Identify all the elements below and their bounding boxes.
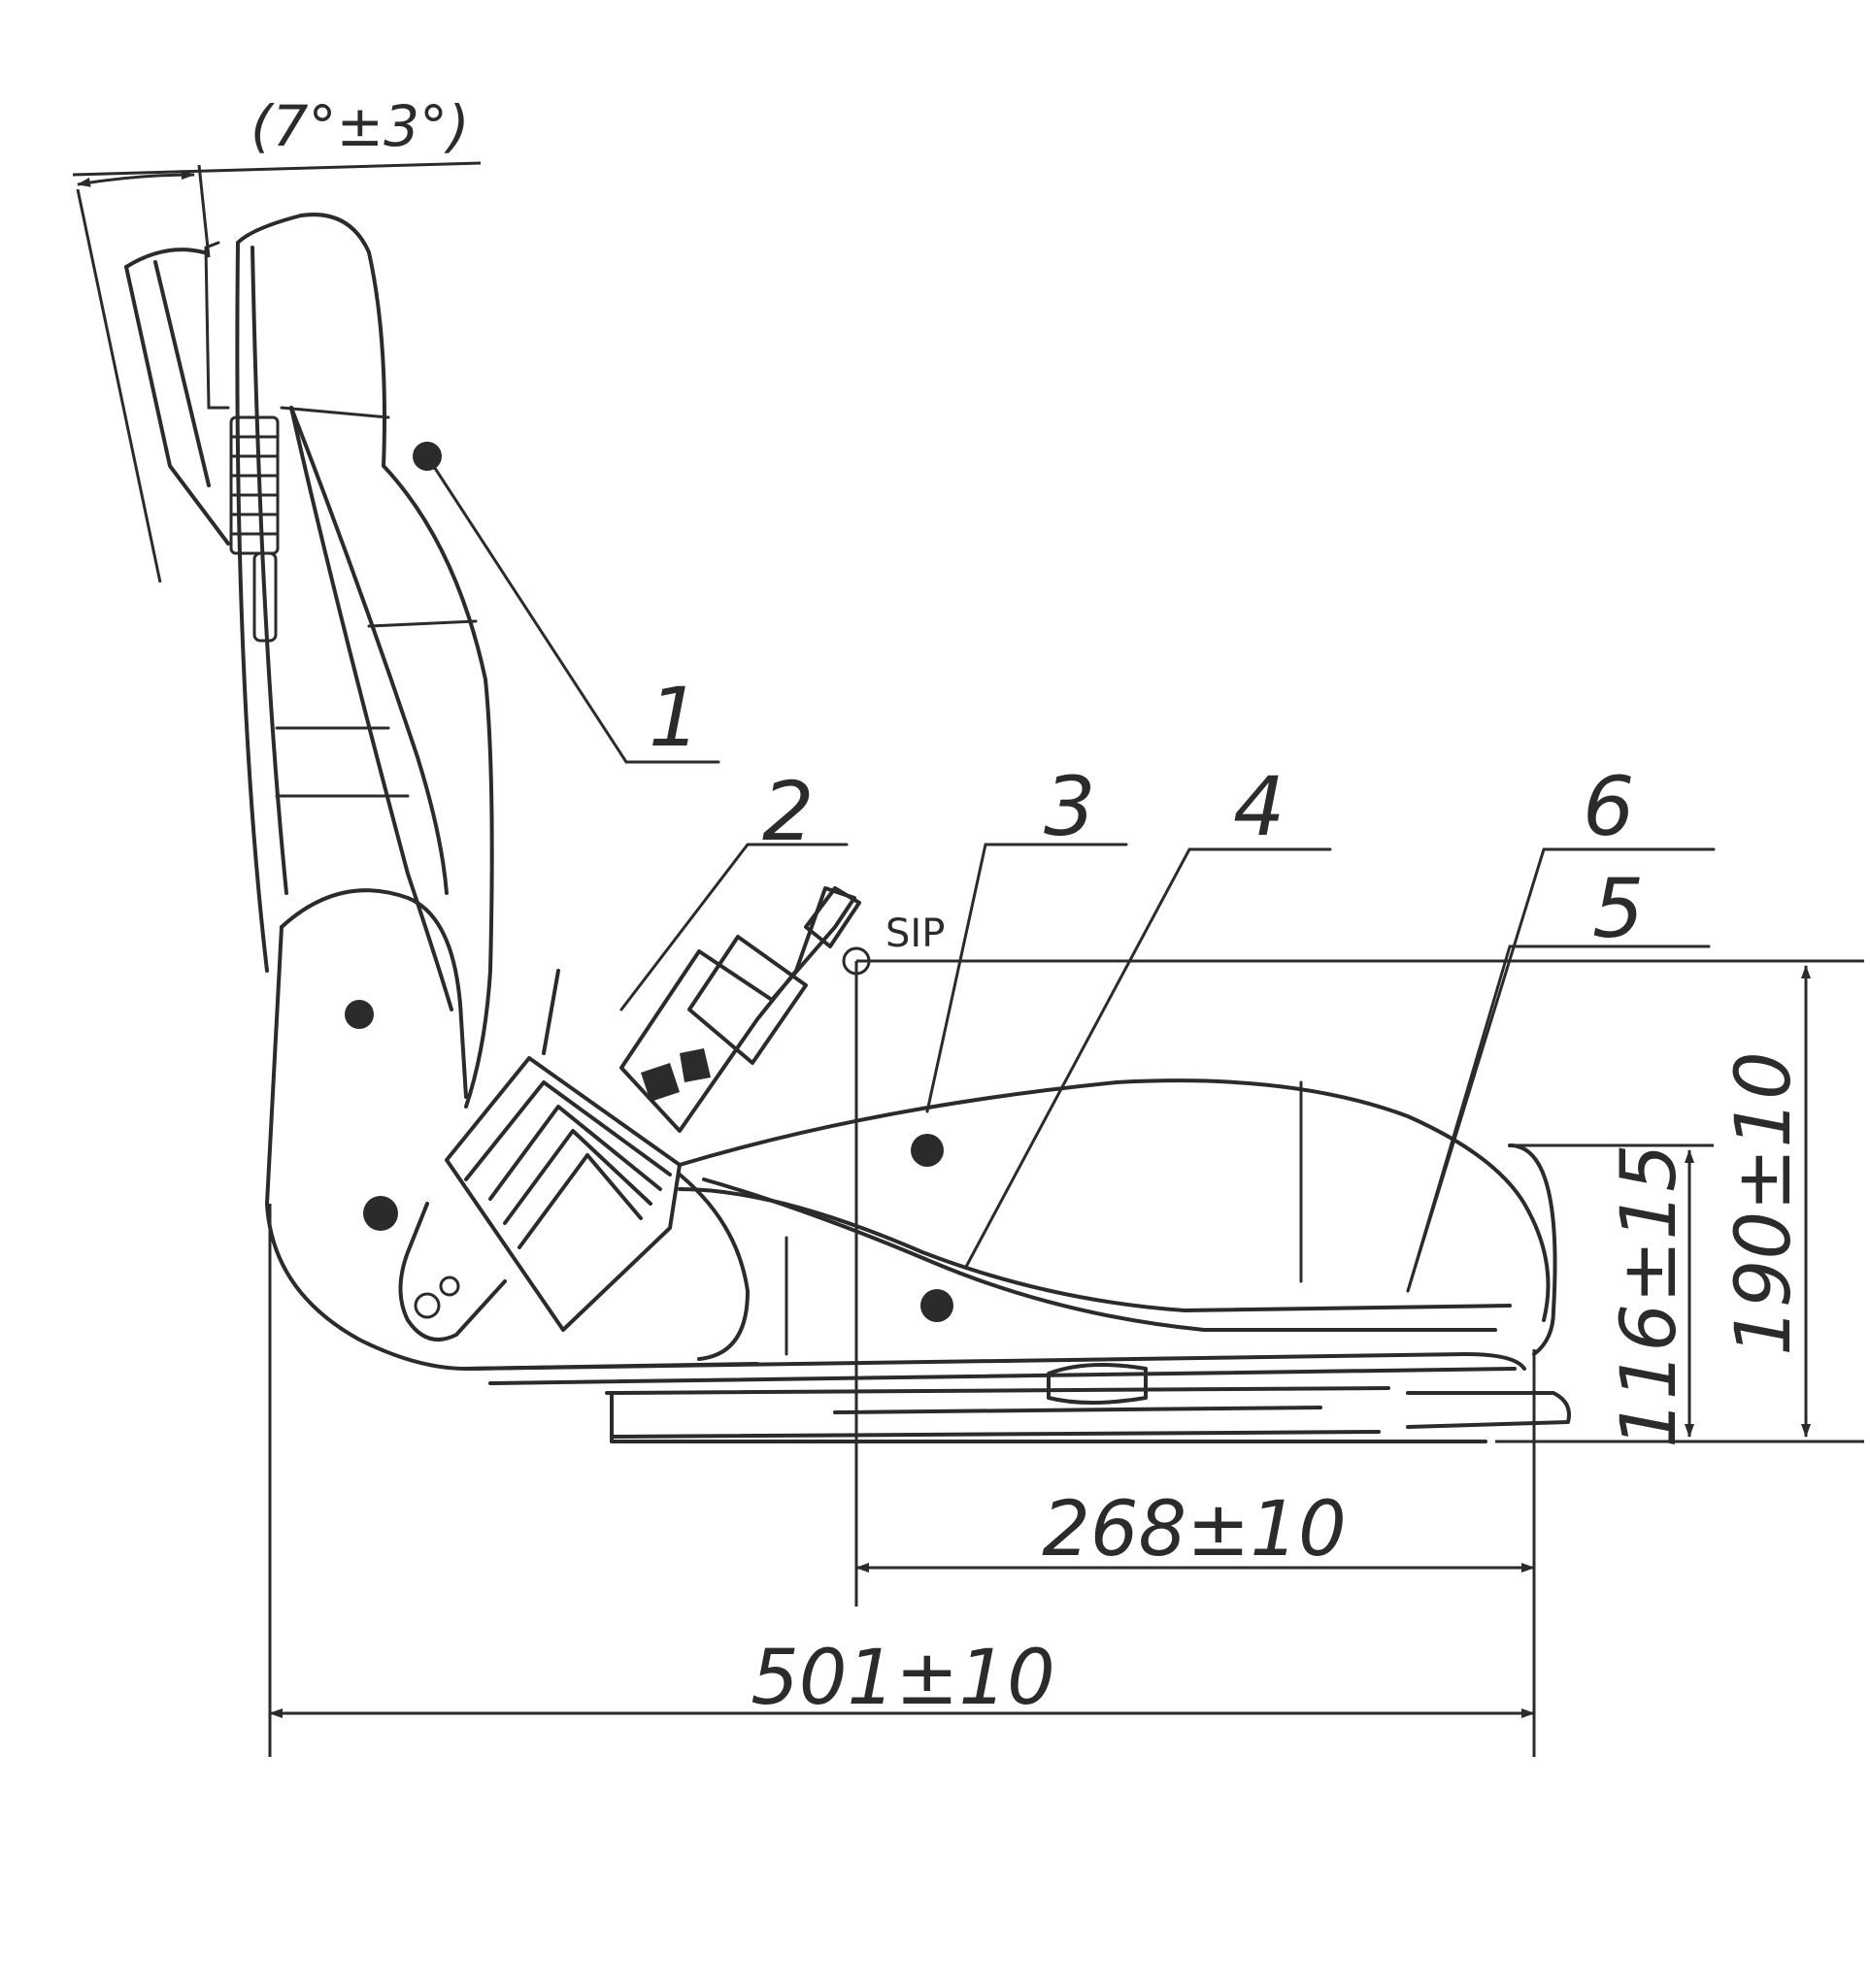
seat-belt-buckle: [619, 886, 861, 1133]
slide-rail: [464, 1352, 1571, 1443]
backrest: [124, 213, 494, 1109]
dim-268-label: 268±10: [1042, 1486, 1347, 1574]
callout-6: 6: [1583, 759, 1634, 854]
bolt-cushion-lower-icon: [920, 1289, 953, 1322]
angle-label: (7°±3°): [250, 93, 470, 159]
sip-label: SIP: [885, 911, 945, 956]
dim-501-label: 501±10: [751, 1635, 1055, 1722]
bolt-upper-icon: [345, 1000, 374, 1029]
callout-5: 5: [1592, 861, 1644, 956]
sip-point-icon: [842, 946, 871, 976]
callout-leaders: [413, 442, 1716, 1293]
callout-2: 2: [762, 764, 814, 859]
callout-4: 4: [1233, 759, 1285, 854]
bolt-lower-icon: [363, 1196, 398, 1231]
dim-190-label: 190±10: [1720, 1051, 1808, 1356]
bolt-cushion-upper-icon: [911, 1134, 944, 1167]
spring: [229, 415, 280, 643]
callout-3: 3: [1044, 759, 1095, 854]
hinge-bracket: [265, 888, 759, 1371]
seat-cushion: [678, 1078, 1557, 1356]
dim-116-label: 116±15: [1606, 1143, 1693, 1448]
callout-1: 1: [649, 670, 700, 765]
recliner-mechanism: [398, 969, 682, 1342]
dimension-lines: [72, 161, 1864, 1757]
